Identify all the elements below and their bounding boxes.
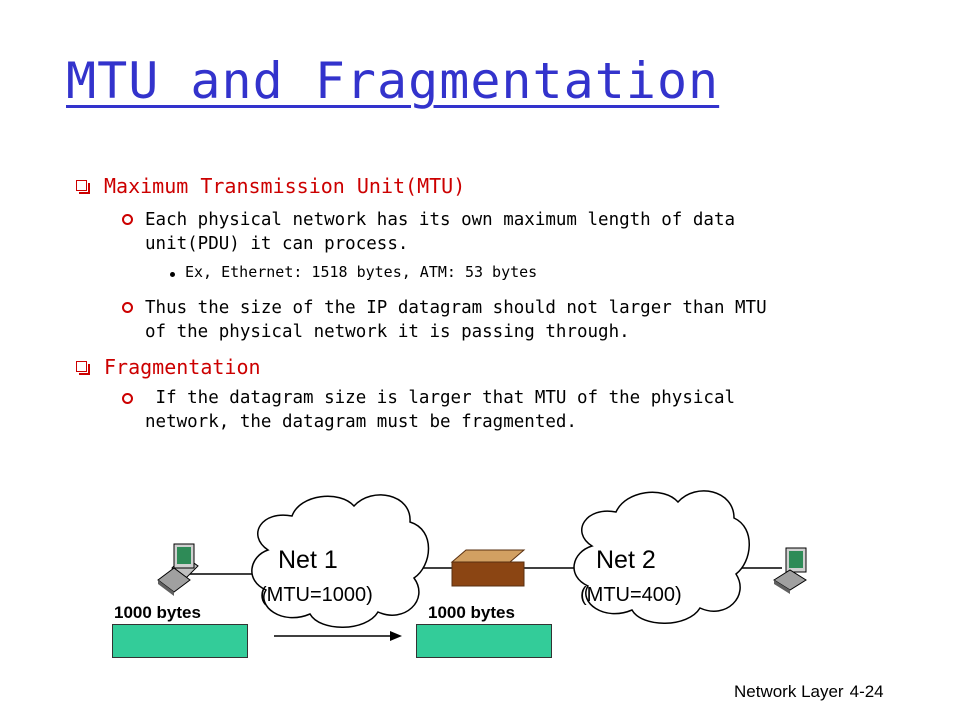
bullet-mtu-heading: Maximum Transmission Unit(MTU) [104,174,466,198]
computer-icon [157,543,199,596]
bullet-text-line: unit(PDU) it can process. [145,234,409,254]
bullet-mtu-sub1: Each physical network has its own maximu… [145,208,835,256]
net2-label: Net 2 [596,546,656,574]
bullet-text-line: If the datagram size is larger that MTU … [145,388,736,408]
bullet-mtu-example: Ex, Ethernet: 1518 bytes, ATM: 53 bytes [185,263,538,281]
bullet-text-line: network, the datagram must be fragmented… [145,412,577,432]
bullet-text-line: Each physical network has its own maximu… [145,210,736,230]
bullet-text-line: of the physical network it is passing th… [145,322,630,342]
bullet-frag-sub1: If the datagram size is larger that MTU … [145,386,835,434]
net1-mtu-label: (MTU=1000) [260,584,373,606]
computer-icon [773,547,807,594]
slide-title: MTU and Fragmentation [66,52,720,110]
net2-mtu-label: (MTU=400) [580,584,682,606]
bullet-frag-heading: Fragmentation [104,355,261,379]
square-bullet-icon [76,361,90,375]
circle-bullet-icon [122,214,133,225]
dot-bullet-icon [170,272,175,277]
slide-footer: Network Layer 4-24 [734,682,884,702]
footer-section: Network Layer [734,682,844,701]
cloud-icon [573,490,750,624]
router-icon [450,549,526,587]
bullet-text-line: Thus the size of the IP datagram should … [145,298,767,318]
circle-bullet-icon [122,302,133,313]
packet-left-label: 1000 bytes [114,603,201,622]
cloud-icon [251,494,430,628]
packet-right [416,624,552,658]
square-bullet-icon [76,180,90,194]
net1-label: Net 1 [278,546,338,574]
footer-page-number: 4-24 [849,682,884,701]
arrow-icon [274,631,402,641]
bullet-mtu-sub2: Thus the size of the IP datagram should … [145,296,835,344]
circle-bullet-icon [122,393,133,404]
packet-right-label: 1000 bytes [428,603,515,622]
packet-left [112,624,248,658]
